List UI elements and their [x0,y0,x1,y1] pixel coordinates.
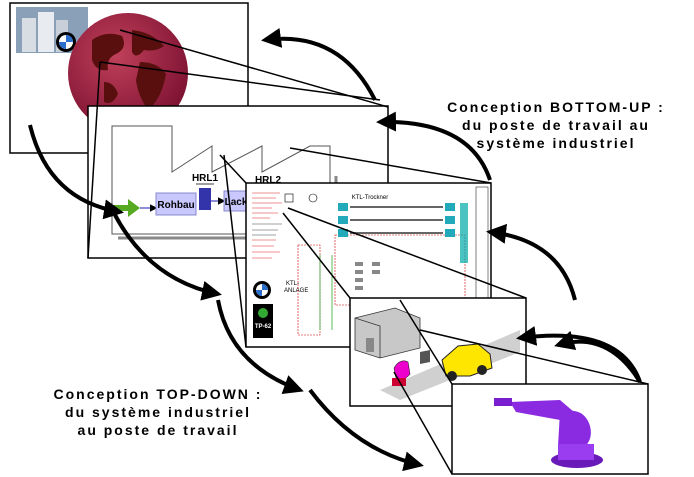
tp-label: TP-62 [255,324,272,330]
bottom-up-caption: Conception BOTTOM-UP : du poste de trava… [420,98,692,152]
zoom-lines [87,29,649,475]
purple-robot-icon [494,398,603,468]
bottom-up-caption-line: du poste de travail au [462,117,650,133]
ktl-title: KTL-Trockner [352,195,388,201]
ktl-anlage-label: KTL- [286,281,299,287]
bottom-up-arrows [261,27,642,384]
hrl2-label: HRL2 [255,175,282,186]
hrl1-label: HRL1 [192,173,219,184]
bottom-up-caption-line: Conception BOTTOM-UP : [447,99,665,115]
top-down-caption-line: du système industriel [65,404,251,420]
top-down-caption-line: au poste de travail [77,422,239,438]
green-arrow-icon [108,199,140,217]
ktl-anlage-label-2: ANLAGE [284,288,308,294]
slide-robot [451,383,649,475]
top-down-caption-line: Conception TOP-DOWN : [53,386,263,402]
lack-label: Lack [225,197,248,208]
bottom-up-caption-line: système industriel [476,135,636,151]
rohbau-label: Rohbau [157,200,194,211]
top-down-caption: Conception TOP-DOWN : du système industr… [8,385,308,439]
top-down-arrows [28,124,424,472]
